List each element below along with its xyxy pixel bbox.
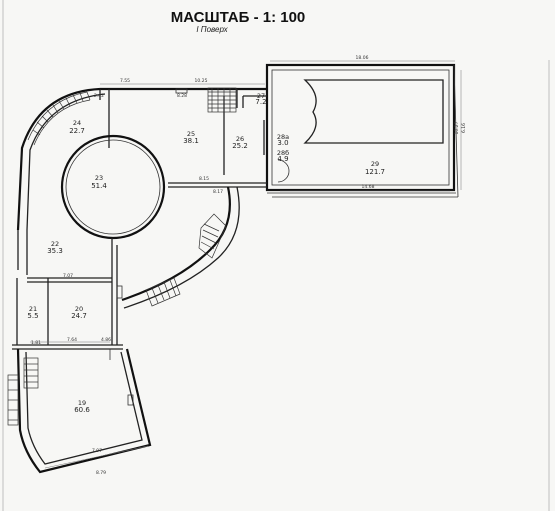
svg-text:19: 19 <box>78 399 86 407</box>
svg-text:21: 21 <box>29 305 37 313</box>
room-19-outline <box>7 348 152 474</box>
svg-text:27: 27 <box>257 92 265 100</box>
svg-text:3.0: 3.0 <box>277 139 288 147</box>
svg-text:51.4: 51.4 <box>91 182 107 190</box>
svg-text:25: 25 <box>187 130 195 138</box>
dimension-label: 7.97 <box>92 448 102 454</box>
pool-basin <box>303 79 444 144</box>
dimension-label: 7.07 <box>63 273 73 279</box>
svg-text:38.1: 38.1 <box>183 137 199 145</box>
svg-text:24.7: 24.7 <box>71 312 87 320</box>
svg-text:28б: 28б <box>277 149 289 157</box>
dimension-lines <box>30 60 462 469</box>
west-facade <box>16 87 106 275</box>
svg-text:23: 23 <box>95 174 103 182</box>
room-label-23: 23 51.4 <box>91 174 107 190</box>
svg-text:4.9: 4.9 <box>277 155 288 163</box>
curved-stair-steps <box>32 91 91 136</box>
lower-west-rooms <box>12 238 123 350</box>
svg-text:26: 26 <box>236 135 244 143</box>
svg-text:121.7: 121.7 <box>365 168 385 176</box>
dimension-label: 1.81 <box>31 340 41 346</box>
svg-text:35.3: 35.3 <box>47 247 63 255</box>
upper-rooms <box>99 87 267 188</box>
round-hall <box>60 134 166 240</box>
dimension-vertical: 10.27 <box>454 121 460 134</box>
pool-wing <box>265 63 459 198</box>
dimension-label: 7.64 <box>67 337 77 343</box>
room-label-25: 25 38.1 <box>183 130 199 145</box>
dimension-label: 8.17 <box>213 189 223 195</box>
room-label-19: 19 60.6 <box>74 399 90 414</box>
svg-text:20: 20 <box>75 305 83 313</box>
dimension-label: 8.15 <box>199 176 209 182</box>
room-label-26: 26 25.2 <box>232 135 248 150</box>
room-label-28a: 28a 3.0 <box>277 133 289 147</box>
svg-text:28a: 28a <box>277 133 289 141</box>
plan-subtitle: I Поверх <box>196 25 228 34</box>
plan-title: МАСШТАБ - 1: 100 <box>171 9 306 26</box>
room-label-20: 20 24.7 <box>71 305 87 320</box>
svg-text:22.7: 22.7 <box>69 127 85 135</box>
dimension-label: 18.06 <box>356 55 369 61</box>
svg-text:6.16: 6.16 <box>461 123 467 133</box>
dimension-label: 2.42 <box>94 93 104 99</box>
stair-upper <box>207 87 237 113</box>
room-label-28b: 28б 4.9 <box>277 149 289 163</box>
southeast-arc <box>121 186 240 309</box>
svg-text:29: 29 <box>371 160 379 168</box>
dimension-label: 14.68 <box>362 184 375 190</box>
room-label-21: 21 5.5 <box>27 305 38 320</box>
room-label-24: 24 22.7 <box>69 119 85 135</box>
dimension-label: 7.55 <box>120 78 130 84</box>
arc-stair <box>145 213 227 307</box>
room-label-29: 29 121.7 <box>365 160 385 176</box>
room-label-22: 22 35.3 <box>47 240 63 255</box>
room-19-stair <box>7 357 39 426</box>
svg-text:10.27: 10.27 <box>454 121 460 134</box>
dimension-label: 8.28 <box>177 93 187 99</box>
svg-text:24: 24 <box>73 119 81 127</box>
svg-text:60.6: 60.6 <box>74 406 90 414</box>
dimension-vertical: 6.16 <box>461 123 467 133</box>
dimension-label: 4.86 <box>101 337 111 343</box>
room-label-27: 27 7.2 <box>255 92 266 106</box>
svg-text:5.5: 5.5 <box>27 312 38 320</box>
svg-text:22: 22 <box>51 240 59 248</box>
dimension-label: 10.25 <box>195 78 208 84</box>
svg-text:25.2: 25.2 <box>232 142 248 150</box>
dimension-label: 8.79 <box>96 470 106 476</box>
svg-text:7.2: 7.2 <box>255 98 266 106</box>
